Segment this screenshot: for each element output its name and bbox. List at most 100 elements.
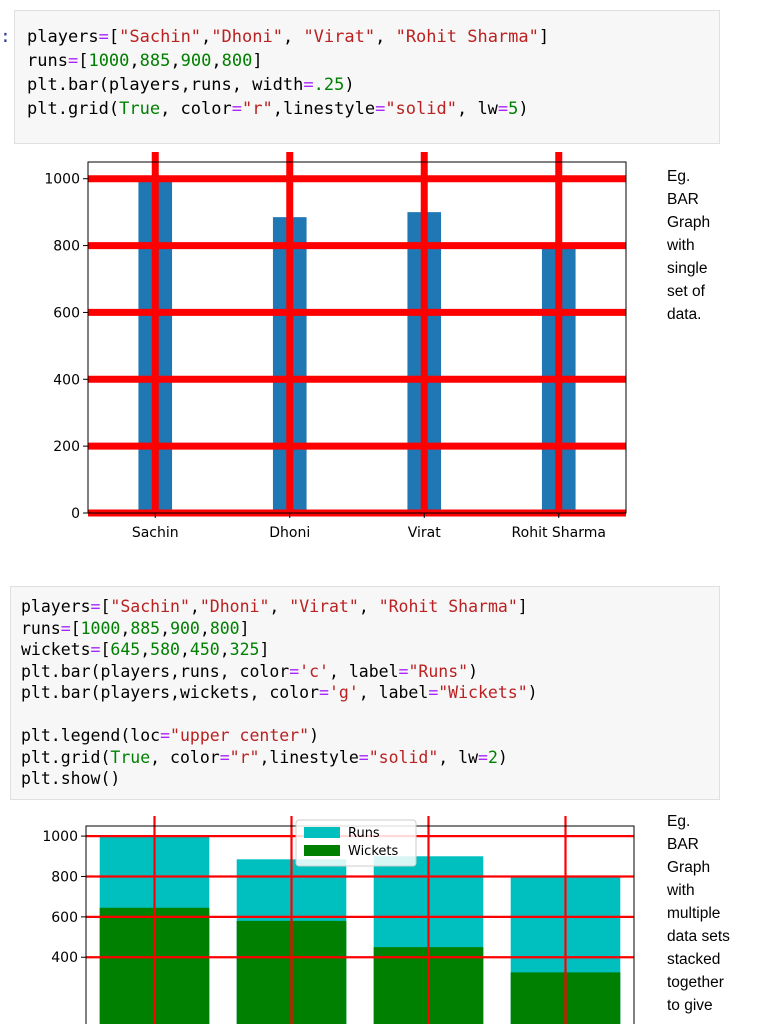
code-token: "Rohit Sharma"	[378, 597, 518, 616]
legend-label: Runs	[348, 826, 380, 841]
code-token: , color	[160, 99, 232, 119]
code-token: 900	[180, 51, 212, 71]
code-token: plt.grid(	[21, 747, 111, 767]
code-token: "solid"	[385, 99, 457, 119]
code-token: =	[358, 747, 369, 767]
code-token: 325	[229, 640, 260, 659]
code-token: 450	[189, 640, 220, 659]
code-token: )	[518, 99, 529, 119]
x-tick-label: Dhoni	[269, 525, 310, 541]
code-token: ,	[170, 51, 181, 71]
note-line: Eg.	[667, 168, 691, 185]
code-token: )	[497, 747, 508, 767]
code-token: plt.bar(players,wickets, color	[21, 683, 320, 702]
code-line: players=["Sachin","Dhoni", "Virat", "Roh…	[27, 25, 549, 49]
code-token: plt.legend(loc	[21, 726, 161, 745]
code-token: 900	[170, 618, 200, 638]
code-token: plt.show()	[21, 769, 121, 788]
code-token: runs	[21, 618, 61, 638]
y-tick-label: 800	[51, 869, 78, 885]
code-token: ,	[179, 640, 190, 659]
code-line: plt.show()	[21, 768, 538, 790]
code-token: )	[468, 661, 478, 681]
code-line: players=["Sachin","Dhoni", "Virat", "Roh…	[21, 596, 538, 618]
code-token: ,linestyle	[259, 747, 359, 767]
code-token: =	[90, 640, 101, 659]
code-cell-2[interactable]: players=["Sachin","Dhoni", "Virat", "Roh…	[10, 586, 720, 800]
x-tick-label: Virat	[408, 525, 441, 541]
code-token: "Wickets"	[438, 683, 528, 702]
note-line: BAR	[667, 836, 699, 853]
code-line: plt.bar(players,runs, color='c', label="…	[21, 661, 538, 683]
y-tick-label: 400	[51, 950, 78, 966]
code-token: "Sachin"	[119, 27, 202, 47]
code-token: ]	[239, 618, 250, 638]
code-token: =	[428, 683, 439, 702]
code-token: =	[303, 75, 314, 95]
code-token: =	[375, 99, 386, 119]
code-token: ,	[375, 27, 396, 47]
code-token: ,	[129, 51, 140, 71]
code-line: wickets=[645,580,450,325]	[21, 639, 538, 661]
note-line: BAR	[667, 191, 699, 208]
code-token: =	[60, 618, 71, 638]
code-token: 885	[130, 618, 161, 638]
note-line: set of	[667, 283, 705, 300]
code-line	[21, 704, 538, 726]
code-token: True	[110, 747, 151, 767]
code-token: players	[27, 27, 99, 47]
code-token: "Virat"	[303, 27, 376, 47]
code-token: [	[70, 618, 81, 638]
code-token: =	[219, 747, 230, 767]
code-token: plt.bar(players,runs, width	[27, 75, 304, 95]
legend-swatch	[304, 845, 340, 856]
code-token: runs	[27, 51, 68, 71]
plot-frame	[87, 161, 627, 514]
code-token: ,	[282, 27, 304, 47]
code-line: plt.grid(True, color="r",linestyle="soli…	[21, 747, 538, 769]
code-token: "Sachin"	[110, 597, 190, 616]
code-token: , color	[150, 747, 220, 767]
code-token: =	[497, 99, 509, 119]
code-token: ,	[211, 51, 222, 71]
code-token: "Virat"	[289, 597, 359, 616]
code-token: 5	[508, 99, 519, 119]
code-token: =	[289, 661, 300, 681]
code-token: [	[100, 640, 111, 659]
code-token: .25	[313, 75, 345, 95]
code-token: ]	[259, 640, 270, 659]
code-token: , lw	[438, 747, 479, 767]
code-token: plt.grid(	[27, 99, 120, 119]
note-line: together	[667, 974, 724, 991]
code-token: True	[119, 99, 161, 119]
legend-swatch	[304, 827, 340, 838]
code-token: )	[309, 726, 320, 745]
note-line: with	[667, 237, 695, 254]
code-cell-1[interactable]: players=["Sachin","Dhoni", "Virat", "Roh…	[14, 10, 720, 144]
code-token: =	[160, 726, 171, 745]
y-tick-label: 400	[53, 372, 80, 388]
code-token: "Dhoni"	[199, 597, 270, 616]
cell-prompt: :	[0, 26, 11, 47]
code-line: runs=[1000,885,900,800]	[21, 618, 538, 640]
note-line: Graph	[667, 214, 711, 231]
y-tick-label: 1000	[44, 172, 80, 188]
code-token: 885	[139, 51, 171, 71]
code-token: , label	[358, 683, 429, 702]
code-token: =	[90, 597, 101, 616]
code-line: runs=[1000,885,900,800]	[27, 49, 549, 73]
code-token: )	[344, 75, 355, 95]
y-tick-label: 800	[53, 239, 80, 255]
y-tick-label: 1000	[42, 829, 78, 845]
note-line: multiple	[667, 905, 721, 922]
y-tick-label: 600	[51, 910, 78, 926]
code-token: 800	[209, 618, 240, 638]
code-token: 1000	[88, 51, 130, 71]
code-token: ,	[269, 597, 290, 616]
y-tick-label: 0	[71, 506, 80, 522]
code-token: "r"	[241, 99, 273, 119]
code-token: =	[478, 747, 488, 767]
code-token: ,	[120, 618, 131, 638]
